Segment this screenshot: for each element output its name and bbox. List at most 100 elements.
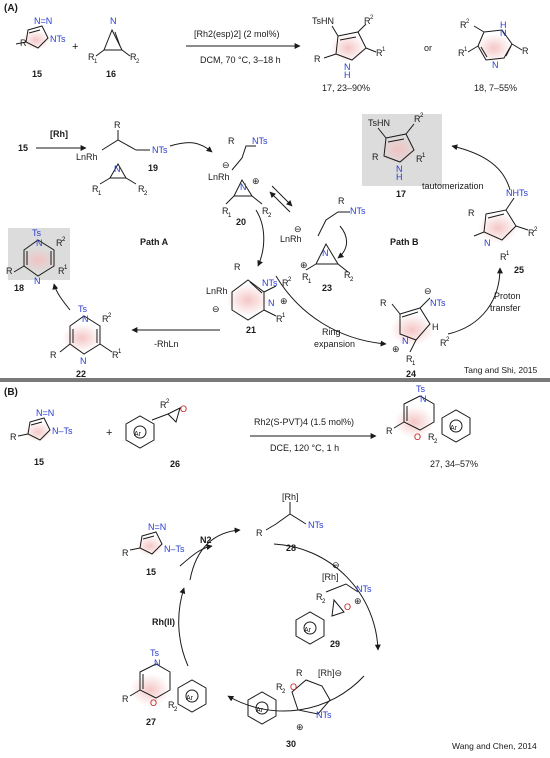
compound-21-label: 21	[246, 325, 257, 335]
svg-text:⊖: ⊖	[332, 560, 340, 570]
svg-text:O: O	[344, 602, 351, 612]
n2-release-arrow	[179, 544, 213, 567]
svg-text:N: N	[240, 182, 247, 192]
svg-text:NTs: NTs	[356, 584, 372, 594]
ring-expansion-arrow	[275, 275, 387, 347]
svg-text:[Rh]: [Rh]	[282, 492, 299, 502]
svg-text:N: N	[420, 394, 427, 404]
svg-text:NTs: NTs	[262, 278, 278, 288]
svg-text:R: R	[380, 298, 387, 308]
svg-text:H: H	[500, 20, 507, 30]
svg-text:1: 1	[118, 349, 122, 355]
svg-text:R: R	[458, 48, 465, 58]
svg-text:R: R	[316, 592, 323, 602]
svg-text:R: R	[338, 196, 345, 206]
svg-text:R: R	[10, 432, 17, 442]
zwitterion-30-structure	[247, 679, 331, 725]
section-divider	[0, 378, 550, 382]
svg-text:Ar: Ar	[256, 707, 264, 714]
cycle-arc-right	[273, 543, 381, 651]
svg-text:R: R	[222, 206, 229, 216]
citation-b: Wang and Chen, 2014	[452, 741, 537, 751]
azirine-16-structure	[95, 28, 131, 57]
product-17-yield: 17, 23–90%	[322, 83, 371, 93]
ring-expansion-label-1: Ring	[322, 327, 341, 337]
svg-text:TsHN: TsHN	[312, 16, 334, 26]
svg-text:LnRh: LnRh	[208, 172, 230, 182]
svg-text:2: 2	[446, 337, 450, 343]
compound-15b-label: 15	[34, 457, 45, 467]
svg-text:R: R	[296, 668, 303, 678]
svg-text:R: R	[522, 46, 529, 56]
svg-text:R: R	[414, 114, 421, 124]
svg-text:2: 2	[322, 599, 326, 605]
oxonium-29-structure	[295, 583, 359, 645]
conditions-a-top: [Rh2(esp)2] (2 mol%)	[194, 29, 280, 39]
triazole-15b-structure	[17, 417, 52, 442]
svg-text:N: N	[36, 238, 43, 248]
svg-text:NTs: NTs	[308, 520, 324, 530]
svg-text:NTs: NTs	[430, 298, 446, 308]
svg-text:R: R	[276, 682, 283, 692]
compound-24-label: 24	[406, 369, 417, 379]
arrow-22-to-18	[52, 283, 71, 311]
svg-text:N=N: N=N	[148, 522, 166, 532]
svg-text:R: R	[344, 270, 351, 280]
conditions-b-top: Rh2(S-PVT)4 (1.5 mol%)	[254, 417, 355, 427]
svg-text:R: R	[50, 350, 57, 360]
svg-text:1: 1	[64, 265, 68, 271]
path-a-label: Path A	[140, 237, 169, 247]
zwitterion-21-structure	[226, 279, 277, 321]
compound-23-label: 23	[322, 283, 333, 293]
atom-nts-15a: NTs	[50, 34, 66, 44]
compound-26-label: 26	[170, 459, 181, 469]
atom-n-15a: N=N	[34, 16, 52, 26]
oxazine-27-structure	[393, 395, 471, 443]
svg-text:R: R	[262, 206, 269, 216]
svg-text:R: R	[102, 314, 109, 324]
elimination-label: -RhLn	[154, 339, 179, 349]
ring-expansion-label-2: expansion	[314, 339, 356, 349]
svg-text:2: 2	[174, 707, 178, 713]
svg-text:R: R	[256, 528, 263, 538]
svg-text:N: N	[484, 238, 491, 248]
svg-text:R: R	[122, 694, 129, 704]
or-text: or	[424, 43, 433, 53]
compound-17-label: 17	[396, 189, 407, 199]
svg-text:N: N	[500, 28, 507, 38]
dihydropyrazine-18-boxed-structure	[13, 239, 56, 277]
equilibrium-arrow-forward	[271, 185, 293, 207]
pyrrole-17-structure	[323, 23, 377, 62]
svg-text:2: 2	[534, 227, 538, 233]
svg-text:R: R	[376, 48, 383, 58]
svg-text:LnRh: LnRh	[206, 286, 228, 296]
svg-text:1: 1	[464, 47, 468, 53]
section-a-label: (A)	[4, 3, 18, 14]
arrow-19-to-20	[169, 142, 213, 153]
svg-text:N: N	[80, 356, 87, 366]
svg-text:1: 1	[228, 213, 232, 219]
svg-text:LnRh: LnRh	[280, 234, 302, 244]
svg-text:⊕: ⊕	[300, 260, 308, 270]
svg-text:R: R	[58, 266, 65, 276]
svg-text:R: R	[56, 238, 63, 248]
pyrrole-17-boxed-structure	[377, 123, 416, 164]
compound-15-label: 15	[32, 69, 43, 79]
svg-text:R: R	[168, 700, 175, 710]
cycle-arc-bottom	[227, 675, 365, 712]
svg-text:R: R	[160, 400, 167, 410]
compound-19-label: 19	[148, 163, 159, 173]
svg-text:N: N	[268, 298, 275, 308]
svg-text:R: R	[428, 432, 435, 442]
svg-text:⊕: ⊕	[296, 722, 304, 732]
svg-text:N: N	[344, 62, 351, 72]
compound-30-label: 30	[286, 739, 297, 749]
svg-text:⊖: ⊖	[294, 224, 302, 234]
epoxide-26-structure	[125, 407, 181, 449]
plus-sign-a: +	[72, 41, 79, 53]
svg-text:2: 2	[282, 689, 286, 695]
svg-text:2: 2	[136, 59, 140, 65]
ylide-20-structure	[225, 145, 263, 205]
dihydropyrazine-22-structure	[59, 315, 113, 355]
svg-text:R: R	[92, 184, 99, 194]
